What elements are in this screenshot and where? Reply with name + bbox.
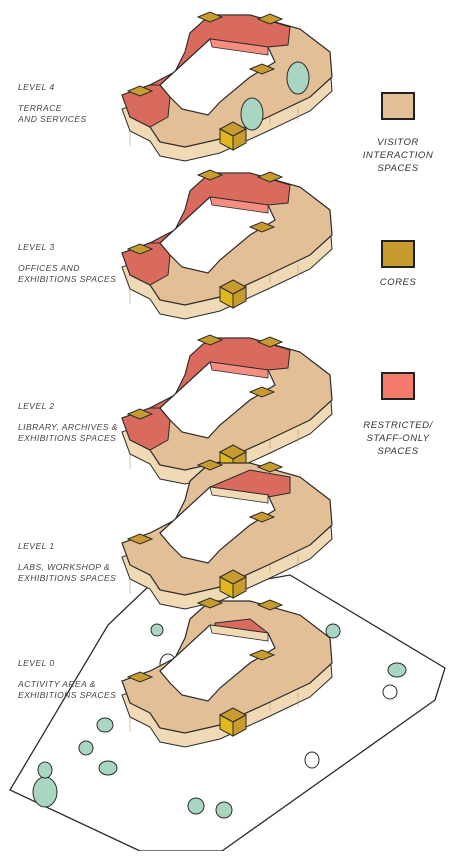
core-block (248, 649, 276, 661)
floor-level-0 (121, 597, 333, 748)
core-block (256, 13, 284, 25)
void-edge-strip (209, 624, 269, 642)
floor-stack (121, 11, 333, 748)
floor-level-2 (121, 334, 333, 485)
level-2-label: LEVEL 2 LIBRARY, ARCHIVES & EXHIBITIONS … (18, 401, 118, 444)
terrace-tree (286, 61, 310, 95)
core-block (196, 334, 224, 346)
core-block (126, 243, 154, 255)
level-3-title: LEVEL 3 (18, 242, 55, 252)
core-side (232, 714, 247, 737)
legend-swatch-restricted (381, 372, 415, 400)
core-block (256, 171, 284, 183)
tree-6 (187, 797, 205, 815)
level-0-label: LEVEL 0 ACTIVITY AREA & EXHIBITIONS SPAC… (18, 658, 116, 701)
tree-8 (325, 623, 341, 639)
void-edge-strip (209, 38, 269, 56)
legend-label-visitor: VISITOR INTERACTION SPACES (362, 137, 434, 174)
core-block (126, 533, 154, 545)
void-edge-strip (209, 486, 269, 504)
core-block (196, 11, 224, 23)
level-0-title: LEVEL 0 (18, 658, 55, 668)
legend-label-cores: CORES (379, 277, 417, 288)
core-block (248, 386, 276, 398)
level-2-title: LEVEL 2 (18, 401, 55, 411)
tree-9 (387, 662, 407, 678)
tree-3 (96, 717, 114, 733)
floor-level-3 (121, 169, 333, 320)
level-4-description: TERRACE AND SERVICES (18, 103, 87, 124)
tree-5 (98, 760, 118, 776)
floor-level-4 (121, 11, 333, 162)
legend-label-restricted: RESTRICTED/ STAFF-ONLY SPACES (363, 420, 433, 457)
core-side (232, 286, 247, 309)
void-edge-strip (209, 361, 269, 379)
restricted-zone (121, 407, 171, 451)
legend-swatch-visitor (381, 92, 415, 120)
restricted-zone (121, 84, 171, 128)
level-0-description: ACTIVITY AREA & EXHIBITIONS SPACES (18, 679, 117, 700)
terrace-tree (240, 97, 264, 131)
core-block (126, 85, 154, 97)
core-block (196, 169, 224, 181)
floor-level-1 (121, 459, 333, 610)
core-block (248, 511, 276, 523)
tree-1 (32, 776, 58, 808)
restricted-zone (121, 242, 171, 286)
core-block (196, 459, 224, 471)
core-block (126, 671, 154, 683)
core-block (126, 408, 154, 420)
shrub-3 (382, 684, 398, 700)
level-4-title: LEVEL 4 (18, 82, 55, 92)
core-block (248, 221, 276, 233)
tree-4 (78, 740, 94, 756)
core-side (232, 576, 247, 599)
level-2-description: LIBRARY, ARCHIVES & EXHIBITIONS SPACES (18, 422, 118, 443)
core-side (232, 128, 247, 151)
level-3-label: LEVEL 3 OFFICES AND EXHIBITIONS SPACES (18, 242, 116, 285)
level-3-description: OFFICES AND EXHIBITIONS SPACES (18, 263, 117, 284)
core-block (256, 336, 284, 348)
core-block (256, 461, 284, 473)
tree-2 (37, 761, 53, 779)
tree-7 (215, 801, 233, 819)
level-4-label: LEVEL 4 TERRACE AND SERVICES (18, 82, 87, 125)
core-block (248, 63, 276, 75)
level-1-description: LABS, WORKSHOP & EXHIBITIONS SPACES (18, 562, 117, 583)
level-1-label: LEVEL 1 LABS, WORKSHOP & EXHIBITIONS SPA… (18, 541, 116, 584)
tree-10 (150, 623, 164, 637)
legend-swatch-cores (381, 240, 415, 268)
shrub-2 (304, 751, 320, 769)
core-block (196, 597, 224, 609)
void-edge-strip (209, 196, 269, 214)
core-block (256, 599, 284, 611)
level-1-title: LEVEL 1 (18, 541, 55, 551)
